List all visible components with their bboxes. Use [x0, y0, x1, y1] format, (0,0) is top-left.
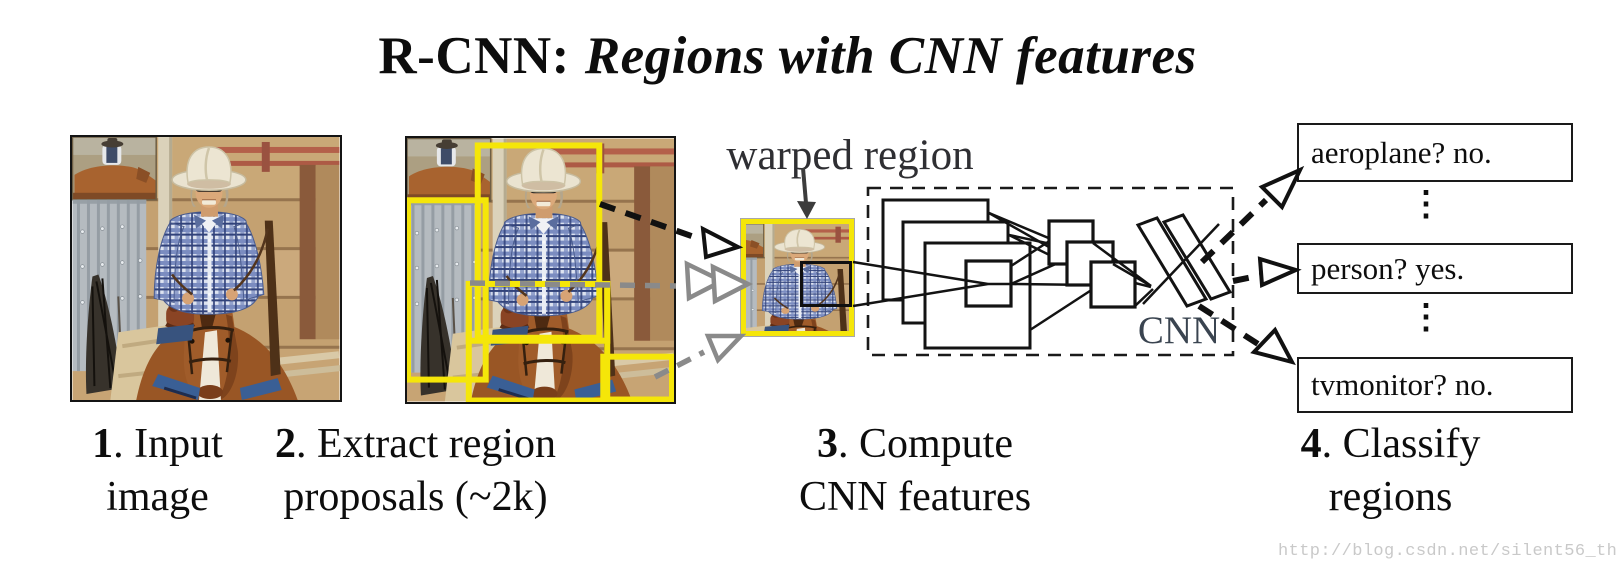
- filled-arrowhead-icon: [797, 201, 816, 219]
- cnn-feature-map: [901, 220, 1010, 325]
- open-arrowhead-icon: [1258, 165, 1305, 211]
- step-caption-input-image: 1. Input image: [50, 418, 265, 524]
- cnn-pool-map: [1089, 260, 1137, 309]
- warped-region-thumb: [740, 218, 855, 337]
- cnn-pool-map: [1047, 219, 1095, 266]
- open-arrowhead-icon: [1250, 326, 1296, 366]
- open-arrowhead-icon: [684, 260, 728, 302]
- classification-label: person? yes.: [1311, 250, 1465, 286]
- cnn-fc-cross-wire: [1142, 223, 1220, 305]
- step-caption-classify-regions: 4. Classify regions: [1268, 418, 1513, 524]
- ellipsis-dots: ⋮: [1409, 186, 1443, 223]
- proposal-box-metal-panel: [407, 197, 489, 383]
- receptive-field-box: [800, 261, 852, 307]
- ellipsis-dots: ⋮: [1409, 299, 1443, 336]
- open-arrowhead-icon: [700, 225, 744, 260]
- region-proposals-image: [405, 136, 676, 404]
- title-emphasis: Regions with CNN features: [584, 27, 1197, 85]
- title-brand: R-CNN:: [378, 27, 570, 85]
- step-number: 3: [817, 421, 838, 467]
- cnn-feature-map: [923, 241, 1032, 350]
- step-number: 2: [274, 421, 296, 467]
- step-caption-extract-proposals: 2. Extract region proposals (~2k): [243, 418, 588, 524]
- cnn-fc-layer: [1135, 216, 1209, 308]
- warped-region-label: warped region: [726, 132, 974, 179]
- cnn-conv-window: [964, 259, 1013, 308]
- step-text: . Classify regions: [1321, 421, 1481, 520]
- step-text: . Input image: [106, 421, 223, 520]
- open-arrowhead-icon: [704, 333, 747, 365]
- receptive-field-funnel: [852, 260, 989, 308]
- step-text: . Compute CNN features: [798, 421, 1032, 520]
- proposal-boxes: [407, 142, 674, 402]
- classification-box-person: person? yes.: [1297, 243, 1573, 294]
- classification-box-aeroplane: aeroplane? no.: [1297, 123, 1573, 182]
- step-text: . Extract region proposals (~2k): [283, 421, 557, 520]
- classification-label: aeroplane? no.: [1311, 134, 1492, 170]
- classification-box-tvmonitor: tvmonitor? no.: [1297, 357, 1573, 413]
- cnn-label: CNN: [1137, 309, 1221, 352]
- step-number: 1: [92, 421, 114, 467]
- figure-title: R-CNN:Regions with CNN features: [0, 26, 1575, 86]
- cnn-fc-layer: [1161, 213, 1233, 301]
- step-number: 4: [1300, 421, 1322, 467]
- cnn-feature-map: [881, 198, 990, 302]
- cnn-wires: [988, 211, 1094, 332]
- input-image: [70, 135, 342, 402]
- cnn-fc-wires: [1092, 241, 1154, 307]
- cnn-pool-map: [1065, 240, 1115, 287]
- open-arrowhead-icon: [1257, 256, 1302, 288]
- watermark-url: http://blog.csdn.net/silent56_th: [1278, 542, 1616, 561]
- step-caption-compute-features: 3. Compute CNN features: [790, 418, 1040, 524]
- classification-label: tvmonitor? no.: [1311, 367, 1494, 402]
